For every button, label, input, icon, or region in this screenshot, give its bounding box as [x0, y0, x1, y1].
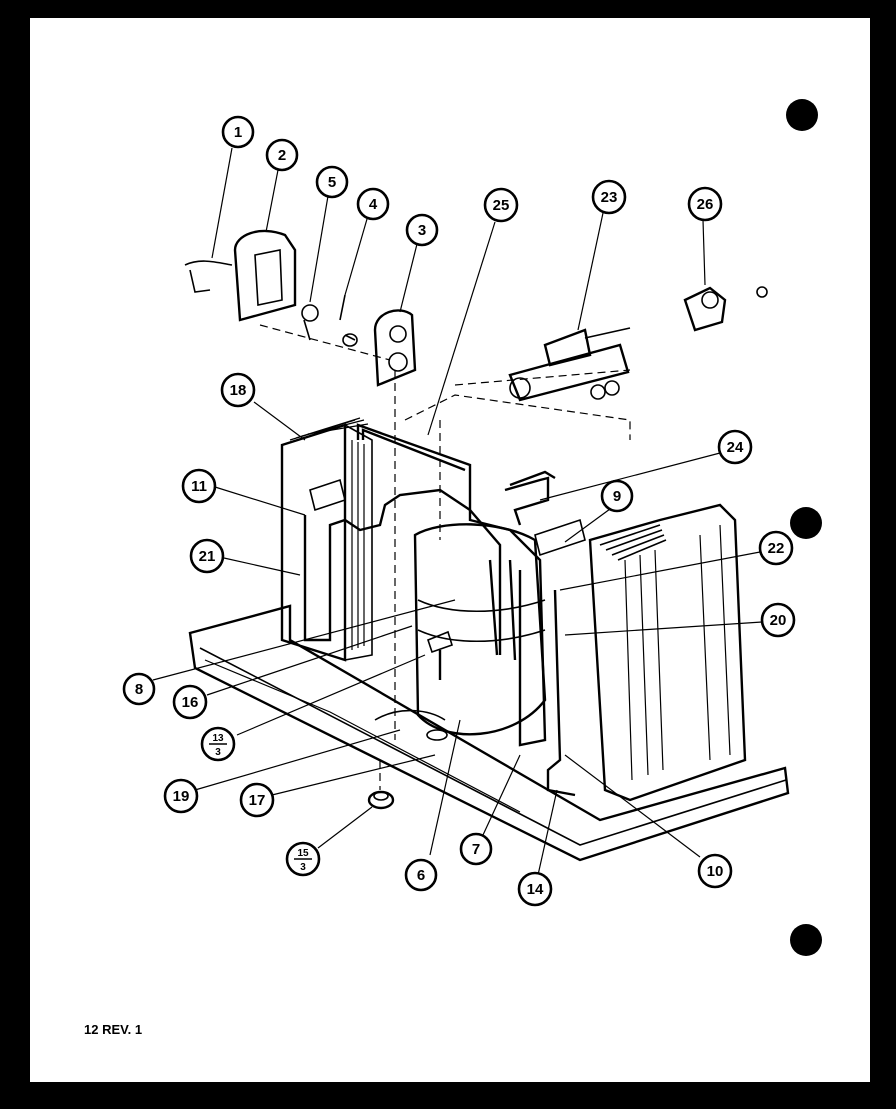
- callout-23: 23: [591, 179, 627, 215]
- svg-text:18: 18: [230, 382, 247, 399]
- callout-9: 9: [600, 479, 634, 513]
- svg-text:26: 26: [697, 196, 714, 213]
- svg-text:17: 17: [249, 792, 266, 809]
- callout-3: 3: [405, 213, 439, 247]
- callout-1: 1: [221, 115, 255, 149]
- svg-text:10: 10: [707, 863, 724, 880]
- page-label: 12 REV. 1: [84, 1022, 143, 1037]
- svg-text:22: 22: [768, 540, 785, 557]
- svg-text:16: 16: [182, 694, 199, 711]
- callout-15-3: 15 3: [285, 841, 321, 877]
- callout-10: 10: [697, 853, 733, 889]
- callout-8: 8: [122, 672, 156, 706]
- callout-17: 17: [239, 782, 275, 818]
- svg-text:6: 6: [417, 867, 425, 884]
- svg-text:3: 3: [300, 862, 306, 873]
- svg-text:14: 14: [527, 881, 544, 898]
- reversing-valve: [508, 327, 631, 402]
- leader-lines: [152, 147, 763, 876]
- binder-hole-bottom: [790, 924, 822, 956]
- svg-text:15: 15: [297, 848, 309, 859]
- svg-text:21: 21: [199, 548, 216, 565]
- base-pan: [188, 604, 790, 862]
- capacitor-bracket: [339, 294, 417, 387]
- svg-text:20: 20: [770, 612, 787, 629]
- solenoid-coil: [683, 286, 768, 332]
- binder-hole-top: [786, 99, 818, 131]
- svg-text:25: 25: [493, 197, 510, 214]
- svg-text:2: 2: [278, 147, 286, 164]
- svg-text:1: 1: [234, 124, 242, 141]
- callout-6: 6: [404, 858, 438, 892]
- mounting-bolt: [427, 630, 453, 680]
- callout-11: 11: [181, 468, 217, 504]
- evaporator-coil: [280, 417, 373, 662]
- callout-21: 21: [189, 538, 225, 574]
- grommet: [367, 790, 395, 810]
- svg-text:13: 13: [212, 733, 224, 744]
- svg-text:4: 4: [369, 196, 378, 213]
- condenser-coil: [588, 503, 747, 802]
- terminal-cover: [184, 229, 297, 322]
- callout-2: 2: [265, 138, 299, 172]
- callout-4: 4: [356, 187, 390, 221]
- svg-text:9: 9: [613, 488, 621, 505]
- callout-22: 22: [758, 530, 794, 566]
- svg-text:3: 3: [418, 222, 426, 239]
- svg-text:3: 3: [215, 747, 221, 758]
- clip: [301, 304, 319, 341]
- callout-18: 18: [220, 372, 256, 408]
- svg-text:8: 8: [135, 681, 143, 698]
- callout-13-3: 13 3: [200, 726, 236, 762]
- assembly-lines: [259, 324, 631, 790]
- callout-25: 25: [483, 187, 519, 223]
- svg-text:7: 7: [472, 841, 480, 858]
- svg-text:5: 5: [328, 174, 336, 191]
- svg-text:11: 11: [191, 478, 207, 495]
- callout-26: 26: [687, 186, 723, 222]
- callout-24: 24: [717, 429, 753, 465]
- callout-7: 7: [459, 832, 493, 866]
- callout-20: 20: [760, 602, 796, 638]
- binder-hole-middle: [790, 507, 822, 539]
- callout-5: 5: [315, 165, 349, 199]
- diagram-page: [30, 18, 870, 1082]
- svg-text:19: 19: [173, 788, 190, 805]
- refrigerant-tubing: [303, 423, 586, 797]
- callout-14: 14: [517, 871, 553, 907]
- callout-16: 16: [172, 684, 208, 720]
- svg-text:23: 23: [601, 189, 618, 206]
- svg-text:24: 24: [727, 439, 744, 456]
- callout-19: 19: [163, 778, 199, 814]
